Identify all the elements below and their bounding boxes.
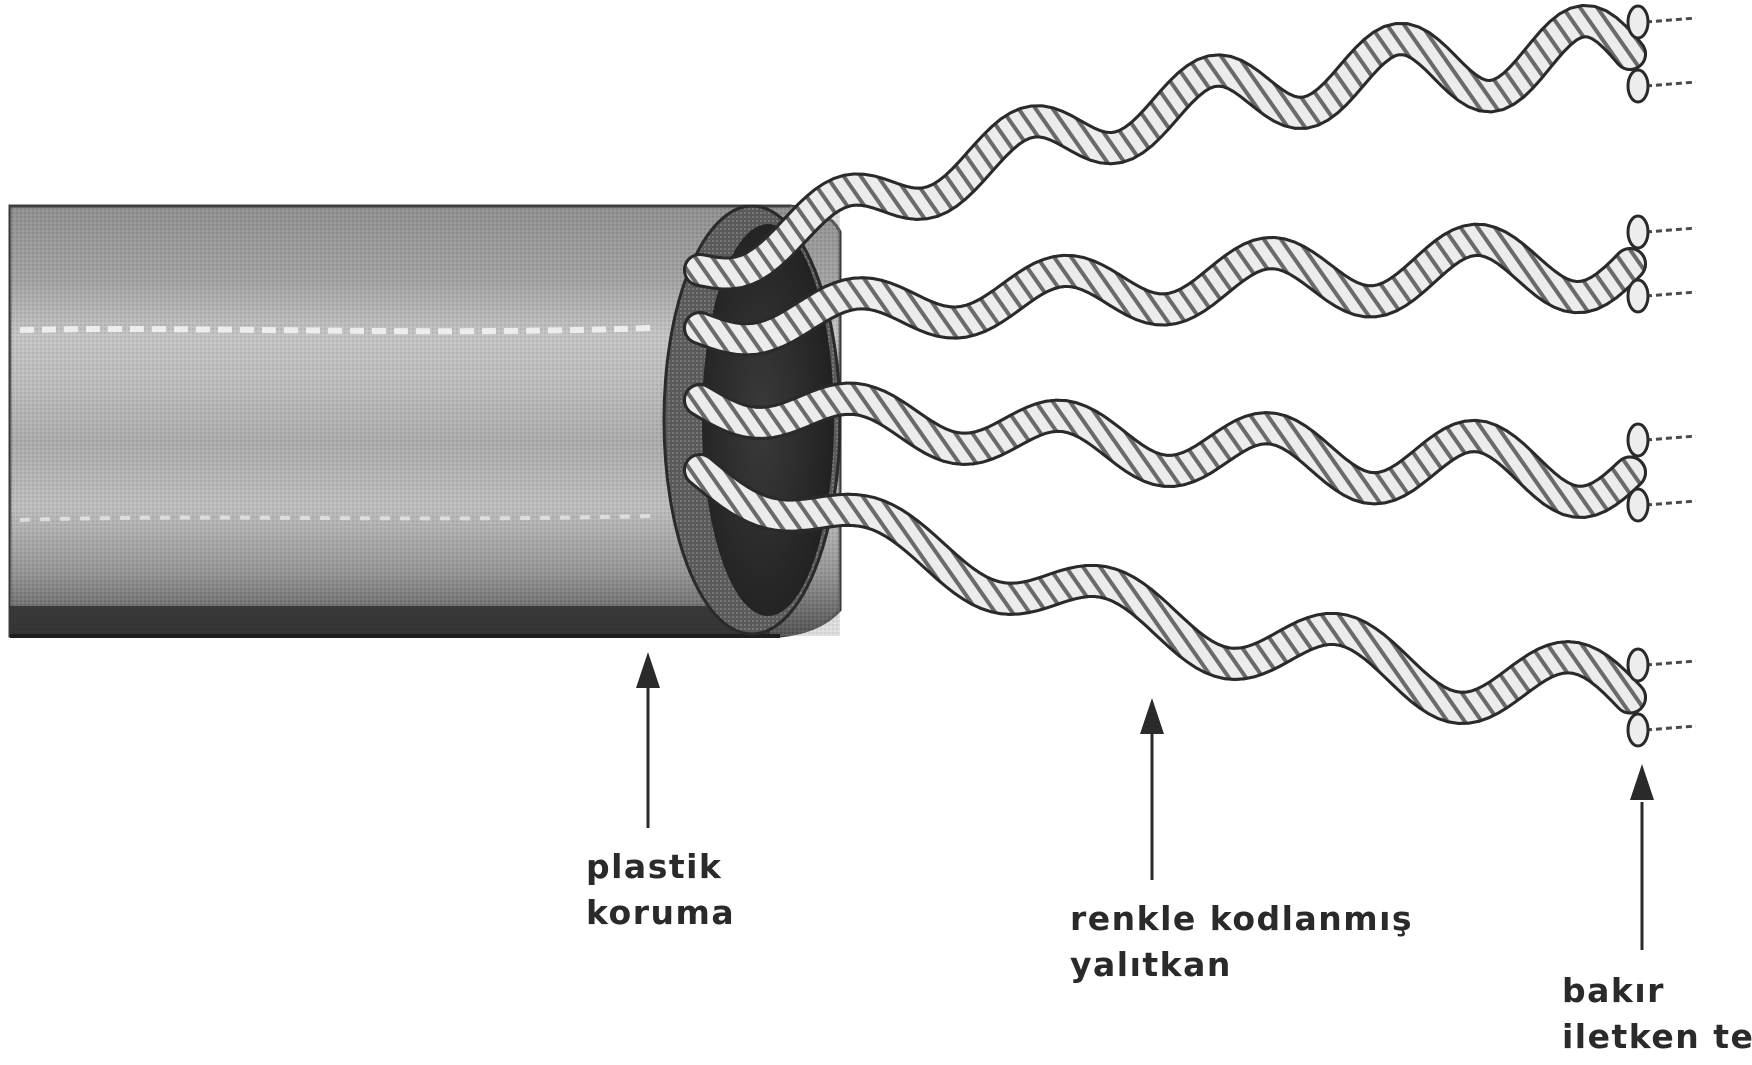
insulation-label: renkle kodlanmış yalıtkan xyxy=(1070,896,1413,988)
wire-end xyxy=(1628,649,1648,681)
arrow-up-icon xyxy=(636,652,660,828)
copper-conductor xyxy=(1646,292,1696,296)
twisted-pair-icon xyxy=(700,6,1696,274)
wire-end xyxy=(1628,280,1648,312)
conductor-label-line1: bakır xyxy=(1562,968,1752,1014)
copper-conductor xyxy=(1646,436,1696,440)
sheath-label-line1: plastik xyxy=(586,844,735,890)
copper-conductor xyxy=(1646,82,1696,86)
copper-conductor xyxy=(1646,18,1696,22)
twisted-pairs xyxy=(700,6,1696,746)
wire-end xyxy=(1628,424,1648,456)
wire-end xyxy=(1628,714,1648,746)
sheath-label: plastik koruma xyxy=(586,844,735,936)
sheath-label-line2: koruma xyxy=(586,890,735,936)
copper-conductor xyxy=(1646,501,1696,505)
wire-end xyxy=(1628,6,1648,38)
conductor-label-line2: iletken tel xyxy=(1562,1014,1752,1060)
wire-end xyxy=(1628,216,1648,248)
wire-end xyxy=(1628,489,1648,521)
arrow-up-icon xyxy=(1630,764,1654,950)
arrow-up-icon xyxy=(1140,698,1164,880)
copper-conductor xyxy=(1646,661,1696,665)
conductor-label: bakır iletken tel xyxy=(1562,968,1752,1060)
twisted-pair-icon xyxy=(700,216,1696,339)
copper-conductor xyxy=(1646,726,1696,730)
copper-conductor xyxy=(1646,228,1696,232)
twisted-pair-icon xyxy=(700,470,1696,746)
insulation-label-line1: renkle kodlanmış xyxy=(1070,896,1413,942)
wire-end xyxy=(1628,70,1648,102)
insulation-label-line2: yalıtkan xyxy=(1070,942,1413,988)
